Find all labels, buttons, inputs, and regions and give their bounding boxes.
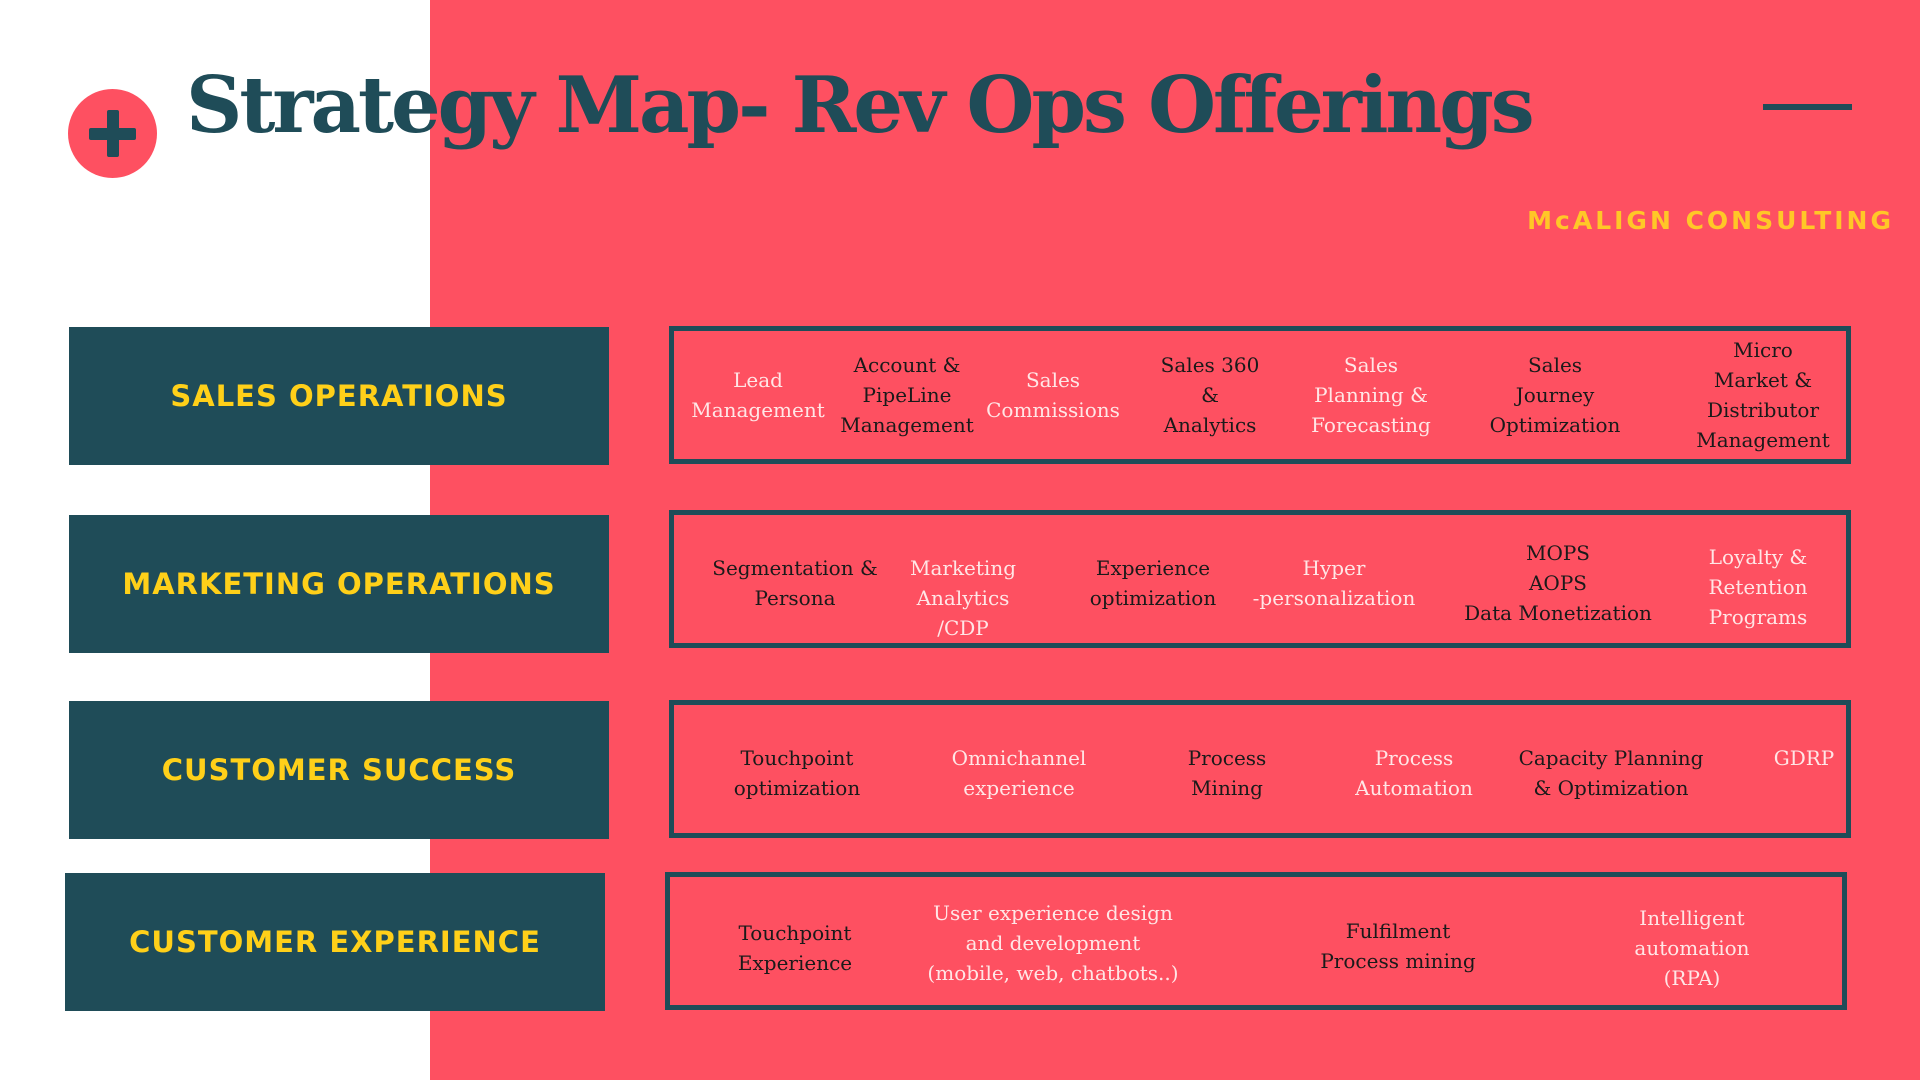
offerings-box-marketing-operations: Segmentation & Persona Marketing Analyti…	[669, 510, 1851, 648]
offering-item: Fulfilment Process mining	[1320, 919, 1476, 973]
offerings-box-sales-operations: Lead Management Account & PipeLine Manag…	[669, 326, 1851, 464]
category-customer-experience: CUSTOMER EXPERIENCE	[65, 873, 605, 1011]
category-label: CUSTOMER SUCCESS	[161, 753, 517, 787]
category-label: MARKETING OPERATIONS	[122, 567, 556, 601]
coral-background-panel	[430, 0, 1920, 1080]
category-marketing-operations: MARKETING OPERATIONS	[69, 515, 609, 653]
offering-item: Touchpoint Experience	[737, 921, 853, 975]
offering-item: Lead Management	[691, 368, 825, 422]
offering-item: Segmentation & Persona	[712, 556, 878, 610]
offering-item: Sales Planning & Forecasting	[1311, 353, 1431, 437]
offering-item: Sales Journey Optimization	[1489, 353, 1621, 437]
offering-item: GDRP	[1773, 746, 1835, 770]
offering-item: Experience optimization	[1089, 556, 1217, 610]
category-label: SALES OPERATIONS	[170, 379, 508, 413]
offerings-box-customer-success: Touchpoint optimization Omnichannel expe…	[669, 700, 1851, 838]
offering-item: Sales 360 & Analytics	[1160, 353, 1260, 437]
offering-item: Marketing Analytics /CDP	[909, 556, 1017, 640]
offering-item: Touchpoint optimization	[733, 746, 861, 800]
minus-dash-icon	[1763, 104, 1852, 110]
offering-item: Micro Market & Distributor Management	[1696, 338, 1830, 452]
category-sales-operations: SALES OPERATIONS	[69, 327, 609, 465]
offering-item: Process Automation	[1355, 746, 1473, 800]
offering-item: MOPS AOPS Data Monetization	[1464, 541, 1652, 625]
offering-item: Capacity Planning & Optimization	[1518, 746, 1704, 800]
offering-item: Account & PipeLine Management	[840, 353, 974, 437]
page-title: Strategy Map- Rev Ops Offerings	[186, 60, 1535, 151]
category-customer-success: CUSTOMER SUCCESS	[69, 701, 609, 839]
offering-item: Intelligent automation (RPA)	[1634, 906, 1750, 990]
offering-item: Process Mining	[1187, 746, 1267, 800]
offering-item: Hyper -personalization	[1252, 556, 1416, 610]
offering-item: User experience design and development (…	[927, 901, 1179, 985]
offering-item: Loyalty & Retention Programs	[1708, 545, 1808, 629]
offering-item: Omnichannel experience	[951, 746, 1087, 800]
offering-item: Sales Commissions	[986, 368, 1120, 422]
category-label: CUSTOMER EXPERIENCE	[129, 925, 541, 959]
brand-name: McALIGN CONSULTING	[1527, 206, 1894, 235]
offerings-box-customer-experience: Touchpoint Experience User experience de…	[665, 872, 1847, 1010]
plus-icon	[68, 89, 157, 178]
